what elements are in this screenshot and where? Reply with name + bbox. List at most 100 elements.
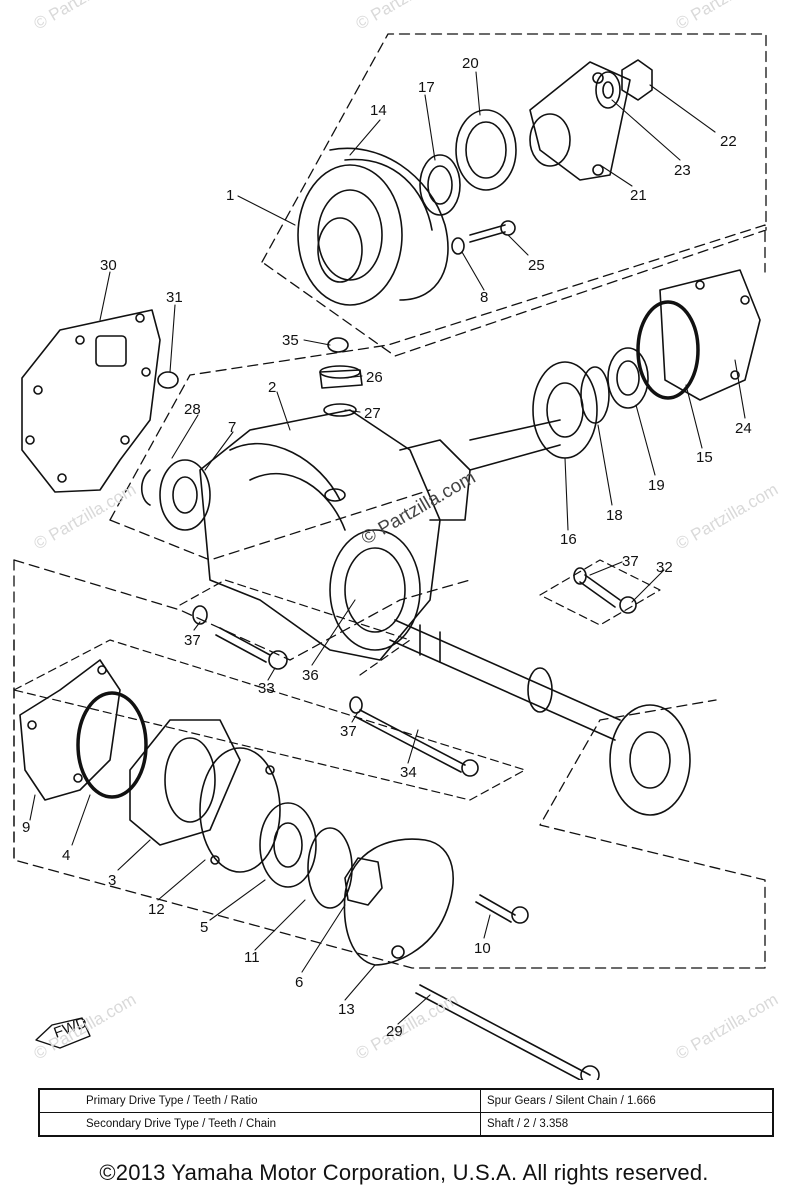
washer-8 — [451, 237, 465, 255]
washer-23 — [595, 71, 621, 109]
oil-seal-20 — [455, 109, 517, 191]
bearing-7 — [159, 459, 211, 531]
bolt-32 — [579, 574, 637, 614]
spec-value: Shaft / 2 / 3.358 — [480, 1112, 774, 1137]
callout-8: 8 — [480, 289, 488, 306]
exploded-parts-diagram: FWD © Partzilla.com © Partzilla.com © Pa… — [13, 0, 782, 1080]
bearing-5 — [259, 802, 317, 888]
callout-37-middle: 37 — [184, 632, 201, 649]
callout-29: 29 — [386, 1023, 403, 1040]
callout-34: 34 — [400, 764, 417, 781]
bolt-25 — [469, 220, 516, 243]
shim-18 — [580, 366, 610, 424]
callout-10: 10 — [474, 940, 491, 957]
watermark: © Partzilla.com — [353, 990, 462, 1064]
gear-case-2 — [199, 409, 441, 661]
bolt-33 — [215, 627, 288, 670]
washer-37-lower — [349, 696, 363, 714]
gasket-9 — [19, 659, 121, 801]
callout-27: 27 — [364, 405, 381, 422]
nut-22 — [621, 59, 653, 101]
drive-shaft — [389, 619, 691, 816]
callout-18: 18 — [606, 507, 623, 524]
washer-37-upper — [573, 567, 587, 585]
watermark: © Partzilla.com — [31, 0, 140, 33]
table-row: Primary Drive Type / Teeth / Ratio Spur … — [38, 1088, 774, 1113]
callout-7: 7 — [228, 419, 236, 436]
gasket-12 — [199, 747, 281, 873]
callout-5: 5 — [200, 919, 208, 936]
callout-9: 9 — [22, 819, 30, 836]
callout-16: 16 — [560, 531, 577, 548]
table-row: Secondary Drive Type / Teeth / Chain Sha… — [38, 1112, 774, 1137]
callout-1: 1 — [226, 187, 234, 204]
flange-21 — [529, 61, 631, 181]
group-outline-middle — [109, 224, 766, 561]
callout-33: 33 — [258, 680, 275, 697]
callout-21: 21 — [630, 187, 647, 204]
watermark: © Partzilla.com — [673, 990, 782, 1064]
bearing-16 — [532, 361, 598, 459]
callout-4: 4 — [62, 847, 70, 864]
spec-label: Secondary Drive Type / Teeth / Chain — [38, 1112, 481, 1137]
spec-value: Spur Gears / Silent Chain / 1.666 — [480, 1088, 774, 1113]
callout-6: 6 — [295, 974, 303, 991]
bolt-34 — [355, 709, 479, 777]
callout-3: 3 — [108, 872, 116, 889]
watermark-center: © Partzilla.com — [358, 467, 479, 549]
o-ring-4 — [76, 691, 148, 799]
callout-23: 23 — [674, 162, 691, 179]
callout-2: 2 — [268, 379, 276, 396]
watermarks: © Partzilla.com © Partzilla.com © Partzi… — [31, 0, 782, 1063]
callout-36: 36 — [302, 667, 319, 684]
callout-24: 24 — [735, 420, 752, 437]
gasket-30 — [21, 309, 161, 493]
bearing-housing-14 — [297, 147, 449, 306]
watermark: © Partzilla.com — [353, 0, 462, 33]
cover-13 — [343, 838, 454, 966]
group-outline-lower — [13, 559, 766, 969]
housing-3 — [129, 719, 241, 846]
callout-31: 31 — [166, 289, 183, 306]
callout-14: 14 — [370, 102, 387, 119]
callout-20: 20 — [462, 55, 479, 72]
fwd-arrow — [35, 1017, 91, 1049]
group-outline-upper — [261, 33, 767, 357]
pinion-gear — [399, 419, 561, 521]
circlip-28 — [140, 469, 151, 506]
callout-26: 26 — [366, 369, 383, 386]
callout-11: 11 — [244, 949, 260, 966]
bearing-19 — [607, 347, 649, 409]
watermark: © Partzilla.com — [673, 480, 782, 554]
callout-19: 19 — [648, 477, 665, 494]
bolt-10 — [475, 894, 529, 924]
collar-31 — [157, 371, 179, 389]
callout-17: 17 — [418, 79, 435, 96]
copyright-notice: ©2013 Yamaha Motor Corporation, U.S.A. A… — [99, 1160, 709, 1185]
washer-37-middle — [192, 605, 208, 625]
spec-label: Primary Drive Type / Teeth / Ratio — [38, 1088, 481, 1113]
bolt-29 — [415, 984, 600, 1080]
washer-27 — [323, 403, 357, 417]
gasket-24 — [659, 269, 761, 401]
o-ring-15 — [636, 300, 700, 400]
bearing-17 — [419, 154, 461, 216]
callout-15: 15 — [696, 449, 713, 466]
cap-35 — [327, 337, 349, 353]
callout-13: 13 — [338, 1001, 355, 1018]
breather-26 — [319, 365, 363, 389]
group-outline-bolt-33 — [179, 579, 411, 676]
group-outline-lower-inner — [13, 639, 526, 801]
watermark: © Partzilla.com — [31, 990, 140, 1064]
callout-25: 25 — [528, 257, 545, 274]
watermark: © Partzilla.com — [673, 0, 782, 33]
nut-6 — [344, 857, 383, 906]
callout-22: 22 — [720, 133, 737, 150]
leader-lines — [29, 71, 746, 1025]
callout-30: 30 — [100, 257, 117, 274]
callout-12: 12 — [148, 901, 165, 918]
callout-32: 32 — [656, 559, 673, 576]
drive-spec-table: Primary Drive Type / Teeth / Ratio Spur … — [38, 1088, 774, 1137]
callout-35: 35 — [282, 332, 299, 349]
callout-28: 28 — [184, 401, 201, 418]
